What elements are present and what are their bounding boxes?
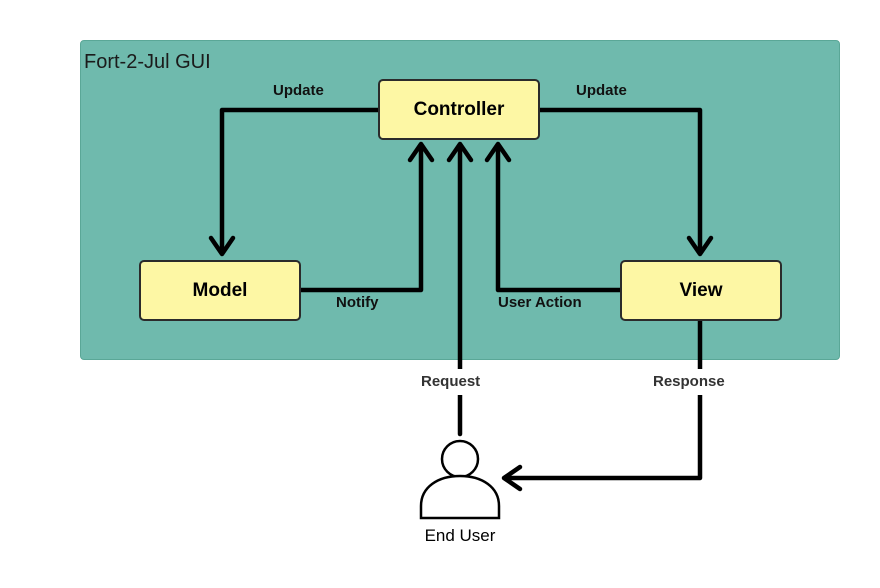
edge-user-action bbox=[495, 143, 623, 293]
arrowhead-view bbox=[686, 235, 714, 257]
controller-label: Controller bbox=[413, 98, 505, 120]
edge-label-notify: Notify bbox=[336, 294, 379, 311]
edge-response bbox=[503, 318, 703, 481]
arrowhead-request bbox=[446, 141, 474, 163]
model-label: Model bbox=[192, 279, 248, 301]
edge-notify bbox=[298, 143, 424, 293]
arrowhead-notify bbox=[407, 141, 435, 163]
arrowhead-user-action bbox=[484, 141, 512, 163]
controller-node: Controller bbox=[378, 79, 540, 140]
arrowhead-model bbox=[208, 235, 236, 257]
model-node: Model bbox=[139, 260, 301, 321]
edge-label-request: Request bbox=[421, 373, 481, 390]
edge-label-update-left: Update bbox=[273, 82, 324, 99]
person-icon bbox=[419, 439, 501, 520]
edge-update-model bbox=[219, 107, 381, 255]
arrowhead-response bbox=[501, 464, 523, 492]
container-title: Fort-2-Jul GUI bbox=[84, 51, 211, 73]
view-node: View bbox=[620, 260, 782, 321]
edge-label-update-right: Update bbox=[576, 82, 627, 99]
view-label: View bbox=[679, 279, 723, 301]
edge-update-view bbox=[537, 107, 703, 255]
edge-label-user-action: User Action bbox=[498, 294, 582, 311]
end-user-label: End User bbox=[424, 526, 496, 545]
edge-label-response: Response bbox=[653, 373, 725, 390]
